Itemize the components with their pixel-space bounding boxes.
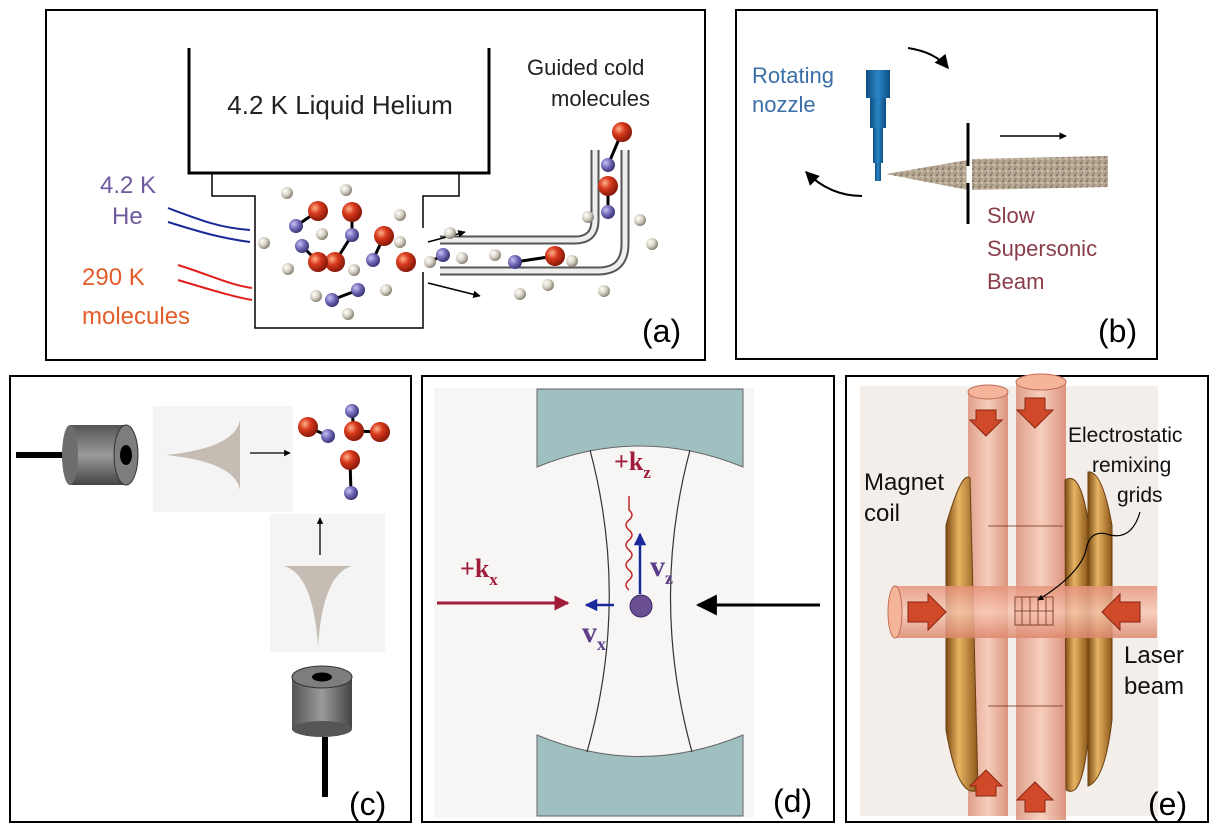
rotation-arrow-bottom	[805, 171, 863, 197]
trapped-molecule	[629, 594, 653, 618]
panel-a-tag: (a)	[642, 313, 681, 349]
beam-cone	[886, 160, 968, 190]
panel-a: 4.2 K Liquid Helium 4.2 K He 290 K molec…	[45, 9, 706, 361]
molecules-label-line2: molecules	[82, 303, 190, 330]
horn-vertical	[284, 566, 352, 646]
panel-b: Rotating nozzle Slow Supersonic Beam (b)	[735, 9, 1158, 360]
vx-label: vx	[582, 616, 606, 654]
molecule-guide	[440, 150, 630, 276]
he-label-line1: 4.2 K	[100, 172, 156, 199]
remixing-grids	[988, 525, 1063, 707]
beam-label-line1: Slow	[987, 203, 1035, 228]
buffer-gas-cell	[211, 173, 460, 329]
guided-particles	[424, 122, 658, 300]
panel-c-molecules	[298, 404, 390, 500]
panel-b-tag: (b)	[1098, 313, 1137, 349]
grids-pointer	[1037, 511, 1141, 601]
panel-c-tag: (c)	[349, 786, 386, 822]
he-input-lines	[167, 207, 251, 243]
rotation-arrow-top	[907, 47, 949, 70]
horn-horizontal	[166, 420, 240, 490]
cavity-mirror-top	[536, 388, 744, 468]
panel-d-frame	[421, 375, 835, 823]
nozzle-label-line1: Rotating	[752, 63, 834, 88]
beam-label-line3: Beam	[987, 269, 1044, 294]
panel-d-tag: (d)	[773, 783, 812, 819]
kz-label: +kz	[614, 447, 651, 482]
grids-label-line1: Electrostatic	[1068, 424, 1182, 447]
scattered-photon	[625, 496, 633, 591]
source-vertical	[291, 665, 353, 737]
nozzle-label-line2: nozzle	[752, 92, 816, 117]
panel-b-frame	[735, 9, 1158, 360]
he-label-line2: He	[112, 203, 143, 230]
cavity-mode-left	[586, 449, 610, 753]
coil-label-line1: Magnet	[864, 469, 944, 496]
kx-label: +kx	[460, 554, 498, 589]
rotating-nozzle	[866, 70, 890, 181]
panel-c: (c)	[9, 375, 412, 823]
beam-arrows	[907, 397, 1141, 813]
molecule-input-lines	[177, 264, 253, 301]
guided-label-line1: Guided cold	[527, 55, 644, 80]
panel-a-frame	[45, 9, 706, 361]
panel-d: +kx +kz vz vx (d)	[421, 375, 835, 823]
molecules-label-line1: 290 K	[82, 264, 145, 291]
coil-label-line2: coil	[864, 500, 900, 527]
slow-beam	[972, 156, 1108, 190]
helium-reservoir	[187, 48, 491, 175]
guided-label-line2: molecules	[551, 86, 650, 111]
grids-label-line2: remixing	[1092, 454, 1171, 477]
source-horizontal	[62, 424, 139, 486]
panel-e: Electrostatic remixing grids Magnet coil…	[845, 373, 1209, 823]
cell-particles	[258, 184, 416, 320]
vz-label: vz	[650, 550, 673, 588]
panel-e-tag: (e)	[1148, 786, 1187, 822]
grids-label-line3: grids	[1117, 484, 1163, 507]
cavity-mode-right	[669, 449, 693, 753]
exit-arrow-down	[427, 282, 481, 299]
laser-label-line1: Laser	[1124, 642, 1184, 669]
laser-label-line2: beam	[1124, 673, 1184, 700]
panel-c-frame	[9, 375, 412, 823]
cavity-mirror-bottom	[536, 734, 744, 817]
beam-label-line2: Supersonic	[987, 236, 1097, 261]
reservoir-label: 4.2 K Liquid Helium	[227, 90, 452, 120]
